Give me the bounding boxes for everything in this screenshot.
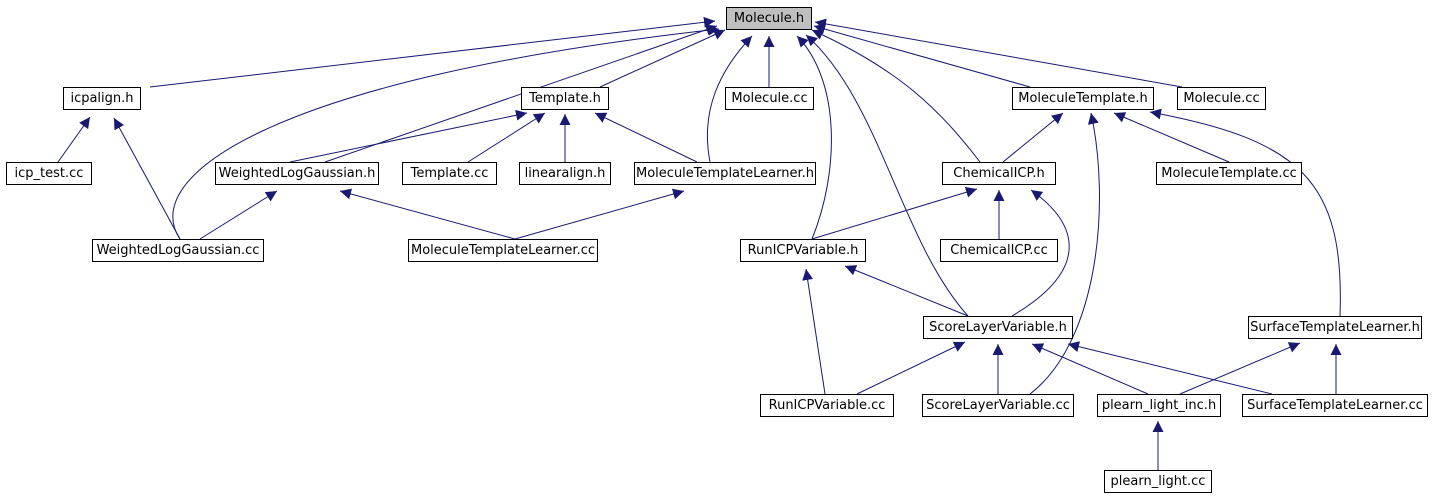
edge-chemicalicp-h bbox=[811, 29, 981, 163]
edge-mt-h-to-chemicalicp-h bbox=[1002, 112, 1064, 163]
node-runicpvariable-cc[interactable]: RunICPVariable.cc bbox=[760, 394, 894, 417]
node-weightedloggaussian-cc[interactable]: WeightedLogGaussian.cc bbox=[92, 239, 264, 262]
edge-template-h bbox=[599, 29, 726, 88]
node-moleculetemplate-h[interactable]: MoleculeTemplate.h bbox=[1012, 87, 1154, 110]
node-surfacetemplatelearner-cc[interactable]: SurfaceTemplateLearner.cc bbox=[1242, 394, 1428, 417]
node-linearalign-h[interactable]: linearalign.h bbox=[519, 162, 611, 185]
edge-runicp-h-to-scorelayer-h bbox=[844, 265, 969, 317]
node-weightedloggaussian-h[interactable]: WeightedLogGaussian.h bbox=[215, 162, 379, 185]
edge-icp-test-cc bbox=[57, 116, 91, 163]
edge-surface-h-to-plearn-inc bbox=[1179, 342, 1301, 395]
edge-wlg-h-to-wlg-cc bbox=[199, 190, 278, 240]
node-runicpvariable-h[interactable]: RunICPVariable.h bbox=[740, 239, 866, 262]
node-scorelayervariable-cc[interactable]: ScoreLayerVariable.cc bbox=[922, 394, 1074, 417]
edge-weightedloggaussian-cc-icp bbox=[113, 117, 181, 240]
edge-runicp-h-to-runicp-cc bbox=[802, 268, 826, 395]
node-surfacetemplatelearner-h[interactable]: SurfaceTemplateLearner.h bbox=[1248, 316, 1422, 339]
edge-moleculetemplate-h bbox=[813, 23, 1031, 88]
edge-scorelayer-h-to-surface-cc bbox=[1067, 341, 1273, 395]
node-template-h[interactable]: Template.h bbox=[521, 87, 609, 110]
node-plearn-light-inc-h[interactable]: plearn_light_inc.h bbox=[1097, 394, 1221, 417]
edge-scorelayer-h-to-runicp-cc bbox=[856, 341, 966, 395]
node-icpalign-h[interactable]: icpalign.h bbox=[63, 87, 141, 110]
edge-molecule-cc-b bbox=[814, 18, 1183, 88]
edge-mt-h-to-mt-cc bbox=[1113, 112, 1230, 163]
edge-mt-h-to-surface-h bbox=[1149, 108, 1341, 317]
node-icp-test-cc[interactable]: icp_test.cc bbox=[6, 162, 92, 185]
edge-runicpvariable-h bbox=[796, 35, 832, 240]
node-chemicalicp-cc[interactable]: ChemicalICP.cc bbox=[940, 239, 1058, 262]
edge-chemicalicp-h-to-runicp-h bbox=[811, 186, 978, 240]
edge-mt-h-to-scorelayer-cc bbox=[1029, 112, 1100, 395]
node-plearn-light-cc[interactable]: plearn_light.cc bbox=[1104, 470, 1212, 493]
node-scorelayervariable-h[interactable]: ScoreLayerVariable.h bbox=[923, 316, 1073, 339]
edge-scorelayer-h-to-plearn-inc bbox=[1031, 343, 1149, 395]
edge-wlg-h-to-mtl-cc bbox=[339, 188, 516, 240]
edge-icpalign bbox=[149, 16, 716, 88]
node-molecule-cc-b[interactable]: Molecule.cc bbox=[1177, 87, 1266, 110]
edge-template-to-mtl-h bbox=[594, 112, 698, 163]
node-molecule-h[interactable]: Molecule.h bbox=[726, 7, 812, 30]
node-template-cc[interactable]: Template.cc bbox=[402, 162, 497, 185]
edge-weightedloggaussian-cc bbox=[172, 24, 720, 240]
node-molecule-cc-a[interactable]: Molecule.cc bbox=[725, 87, 814, 110]
node-chemicalicp-h[interactable]: ChemicalICP.h bbox=[942, 162, 1056, 185]
edge-moleculetemplatelearner-h bbox=[706, 35, 753, 163]
edge-scorelayervariable-h bbox=[805, 34, 969, 317]
node-moleculetemplate-cc[interactable]: MoleculeTemplate.cc bbox=[1156, 162, 1302, 185]
node-moleculetemplatelearner-h[interactable]: MoleculeTemplateLearner.h bbox=[634, 162, 816, 185]
edge-chemicalicp-h-to-scorelayer-h bbox=[1011, 189, 1070, 317]
edge-template-to-template-cc bbox=[467, 112, 546, 163]
node-moleculetemplatelearner-cc[interactable]: MoleculeTemplateLearner.cc bbox=[408, 239, 598, 262]
edge-template-to-wlg-h bbox=[289, 109, 528, 163]
edge-mtl-h-to-mtl-cc bbox=[514, 188, 685, 240]
